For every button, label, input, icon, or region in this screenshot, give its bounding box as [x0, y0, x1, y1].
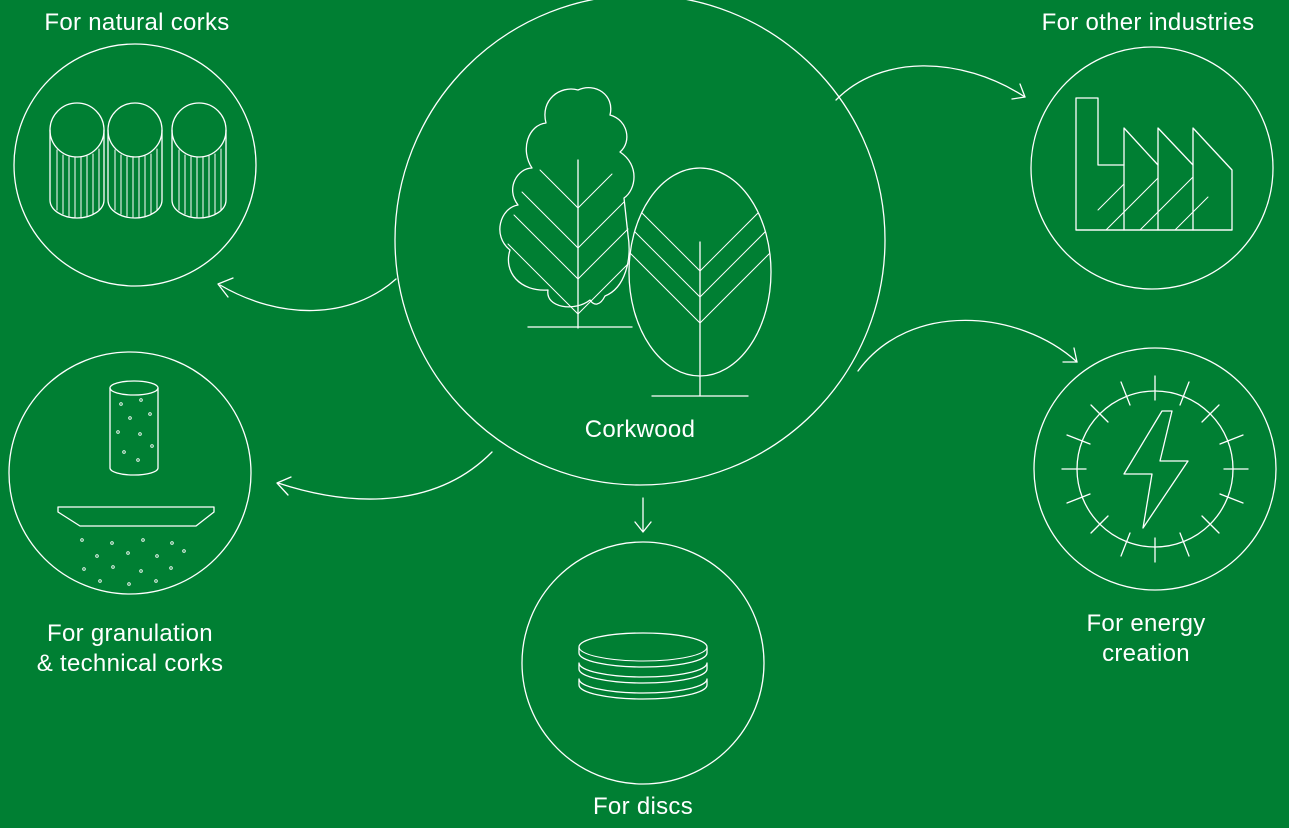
- arrow-to-discs: [634, 497, 652, 533]
- other-industries-label: For other industries: [1041, 9, 1255, 36]
- factory-icon: [1075, 97, 1233, 231]
- arrow-to-energy: [857, 319, 1078, 372]
- discs-label: For discs: [592, 793, 694, 820]
- trees-icon: [499, 87, 772, 397]
- arrow-to-other-industries: [835, 65, 1026, 101]
- cork-discs-icon: [578, 632, 708, 700]
- sun-rays: [1061, 375, 1249, 563]
- other-industries-circle: [1030, 46, 1274, 290]
- granulation-label-line1: For granulation: [47, 620, 213, 647]
- natural-corks-node: [13, 43, 257, 287]
- corkwood-label: Corkwood: [584, 416, 696, 443]
- discs-circle: [521, 541, 765, 785]
- natural-corks-label: For natural corks: [44, 9, 230, 36]
- energy-node: [1033, 347, 1277, 591]
- granulation-label-line2: & technical corks: [36, 650, 224, 677]
- arrow-to-natural-corks: [217, 277, 397, 312]
- granulation-icon: [57, 380, 215, 586]
- energy-label: For energy creation: [1036, 609, 1256, 669]
- granulation-node: [8, 351, 252, 595]
- energy-label-line1: For energy: [1086, 610, 1206, 637]
- energy-circle: [1033, 347, 1277, 591]
- arrow-to-granulation: [276, 451, 493, 500]
- energy-label-line2: creation: [1102, 640, 1190, 667]
- granulation-circle: [8, 351, 252, 595]
- other-industries-node: [1030, 46, 1274, 290]
- discs-node: [521, 541, 765, 785]
- cork-stoppers-icon: [49, 102, 227, 219]
- corkwood-circle: [394, 0, 886, 486]
- granulation-label: For granulation & technical corks: [0, 619, 260, 679]
- natural-corks-circle: [13, 43, 257, 287]
- corkwood-node: [394, 0, 886, 486]
- lightning-icon: [1123, 410, 1189, 529]
